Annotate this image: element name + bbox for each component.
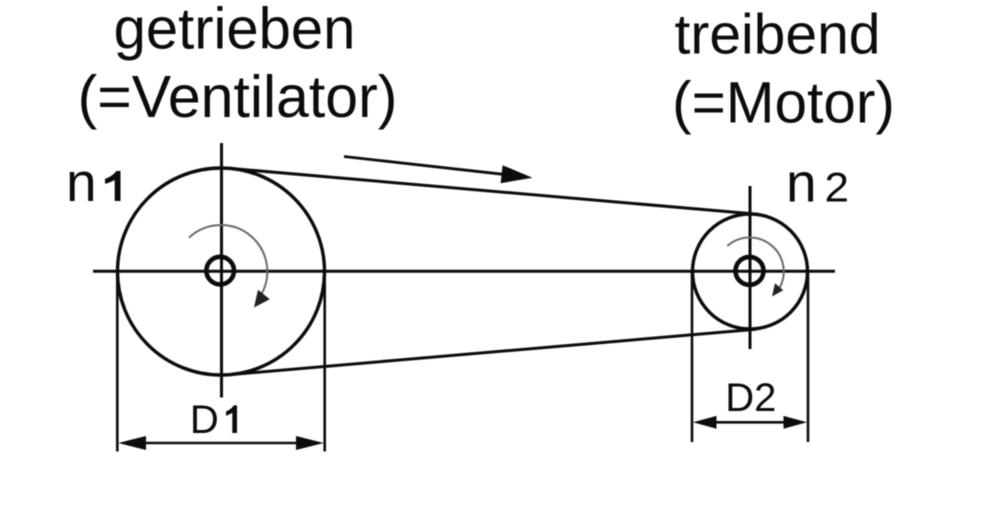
- svg-text:2: 2: [825, 164, 850, 211]
- svg-text:D2: D2: [725, 376, 776, 420]
- svg-text:D: D: [190, 398, 219, 442]
- svg-text:(=Motor): (=Motor): [672, 71, 895, 136]
- svg-text:getrieben: getrieben: [114, 0, 356, 62]
- svg-text:n: n: [66, 151, 97, 213]
- svg-text:n: n: [786, 152, 817, 214]
- svg-text:treibend: treibend: [675, 3, 881, 67]
- svg-text:(=Ventilator): (=Ventilator): [78, 64, 398, 130]
